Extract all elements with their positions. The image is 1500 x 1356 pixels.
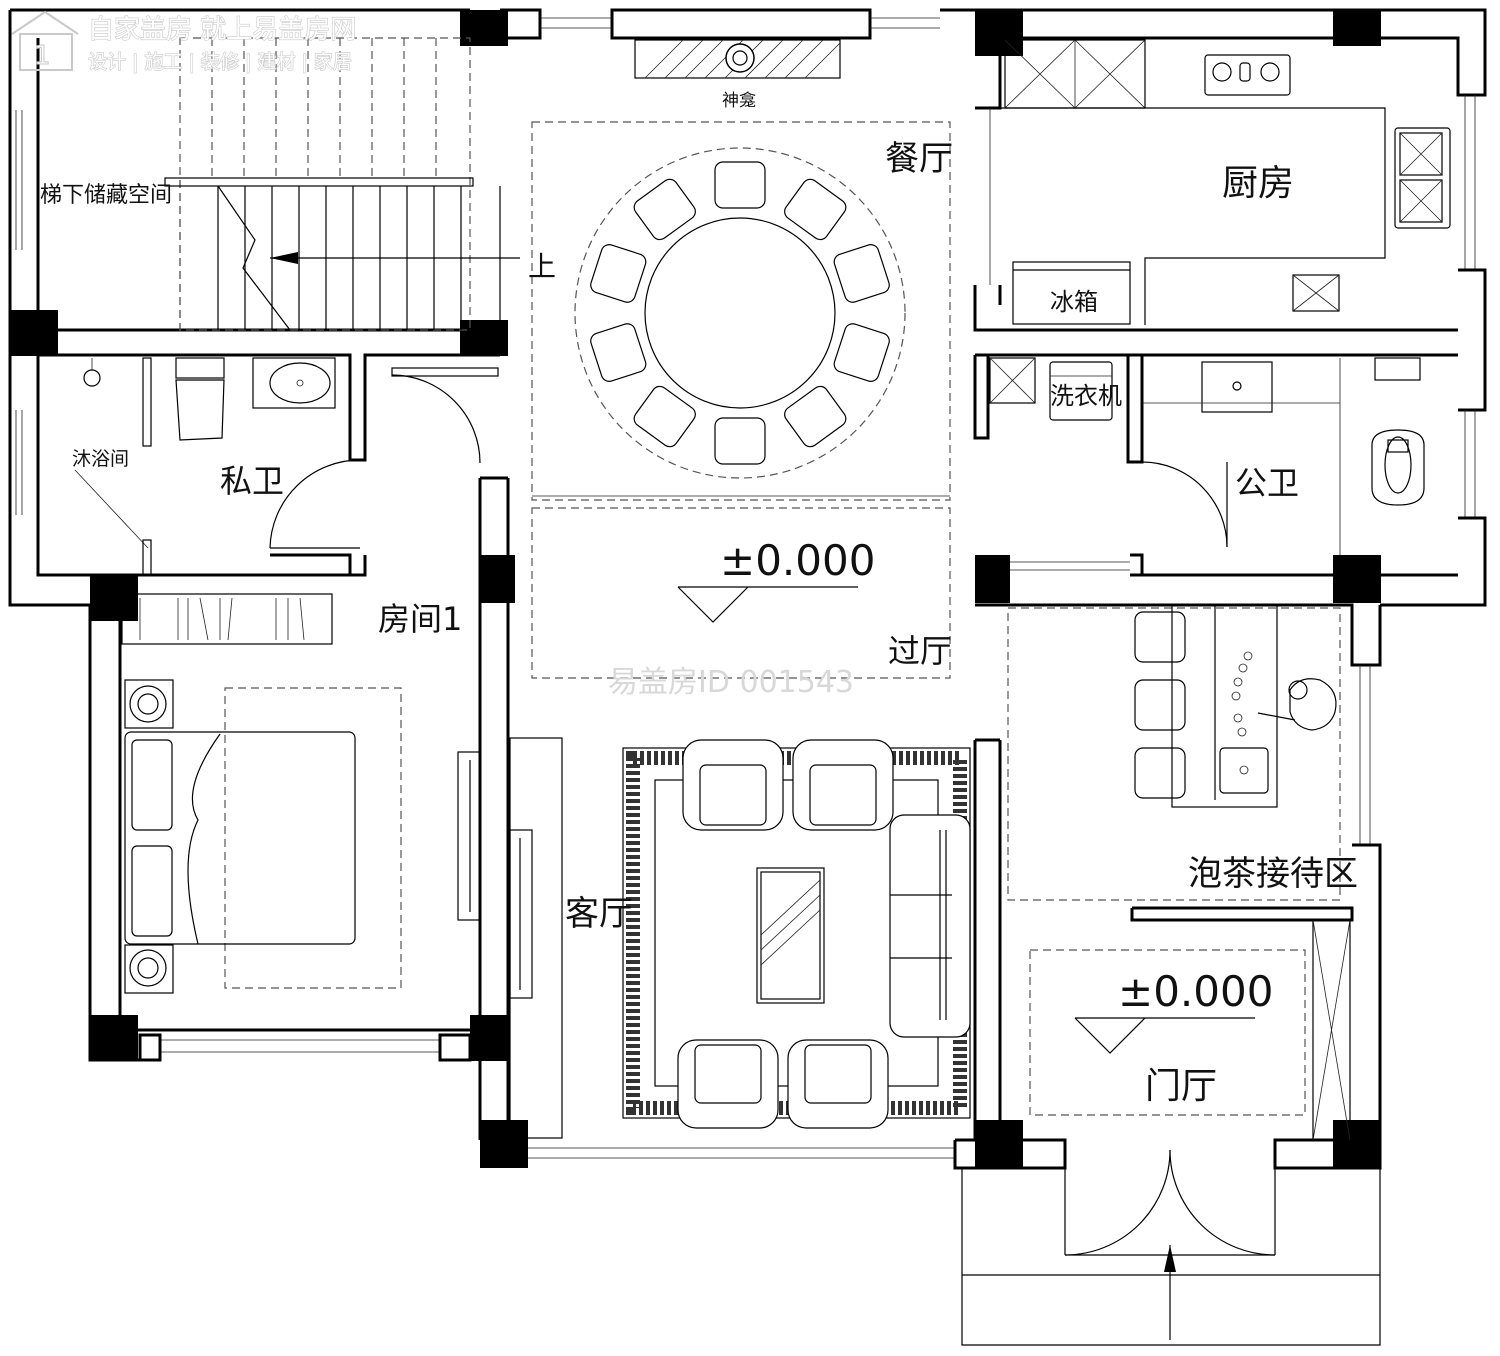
coffee-table	[756, 867, 825, 1004]
label-room1: 房间1	[378, 600, 462, 638]
kitchen-sink	[1394, 127, 1451, 229]
shower-head	[83, 369, 101, 387]
wash-basin	[1201, 361, 1273, 413]
toilet	[175, 357, 225, 441]
shoe-cabinet	[1312, 919, 1351, 1141]
id-watermark: 易盖房ID 001543	[608, 665, 854, 700]
entry-steps	[961, 1168, 1381, 1346]
brand-line: 自家盖房 就上易盖房网	[88, 15, 356, 45]
tea-table	[1171, 604, 1278, 808]
living-furniture	[509, 737, 971, 1139]
entrance-door	[1064, 1149, 1276, 1256]
floor-drain	[1292, 274, 1340, 312]
label-fridge: 冰箱	[1050, 288, 1098, 316]
foyer-fixtures	[961, 919, 1381, 1346]
squat-toilet	[1371, 429, 1425, 506]
foyer-level-marker: ±0.000	[1074, 967, 1273, 1054]
kitchen-fixtures	[989, 39, 1451, 325]
label-shower: 沐浴间	[72, 448, 129, 470]
label-stair-storage: 梯下储藏空间	[40, 183, 172, 208]
washing-machine	[1049, 361, 1113, 421]
laundry-and-wc	[989, 357, 1425, 555]
label-public-bath: 公卫	[1235, 464, 1299, 502]
dining-chairs	[590, 161, 890, 465]
label-tea-area: 泡茶接待区	[1188, 854, 1358, 894]
hall-level-text: ±0.000	[720, 536, 875, 585]
label-private-bath: 私卫	[220, 462, 284, 500]
hall-zone	[531, 507, 951, 679]
foyer-level-text: ±0.000	[1118, 967, 1273, 1016]
house-logo-icon: 1	[11, 10, 79, 72]
bath-basin	[252, 357, 336, 409]
fridge	[1012, 261, 1131, 325]
label-hall: 过厅	[888, 632, 952, 670]
hall-level-marker: ±0.000	[677, 536, 875, 623]
dining-area	[531, 121, 951, 501]
living-tv-cabinet	[509, 829, 533, 999]
stove	[1204, 54, 1291, 96]
label-washer: 洗衣机	[1050, 382, 1122, 410]
label-shrine: 神龛	[722, 91, 756, 111]
room-labels: 梯下储藏空间 上 神龛 餐厅 厨房 冰箱 洗衣机 公卫 沐浴间 私卫 房间1 过…	[40, 91, 1358, 1107]
brand-sub-line: 设计 | 施工 | 装修 | 建材 | 家居	[88, 51, 352, 73]
label-dining: 餐厅	[885, 139, 953, 179]
columns	[10, 10, 1381, 1168]
tea-server-figure	[1257, 678, 1337, 731]
bedroom-furniture	[121, 593, 481, 994]
wardrobe	[121, 593, 333, 645]
private-bath-fixtures	[74, 357, 499, 576]
brand-watermark: 1 自家盖房 就上易盖房网 设计 | 施工 | 装修 | 建材 | 家居	[11, 10, 357, 74]
label-stair-up: 上	[528, 250, 556, 283]
shrine-cabinet	[634, 39, 841, 79]
tea-area-furniture	[1007, 604, 1341, 901]
tv-cabinet	[457, 751, 481, 921]
svg-text:1: 1	[34, 41, 51, 71]
label-kitchen: 厨房	[1222, 163, 1294, 204]
label-living: 客厅	[565, 894, 633, 934]
sofa-chairs	[677, 739, 971, 1129]
bed	[124, 731, 356, 945]
staircase	[164, 37, 520, 331]
label-foyer: 门厅	[1145, 1066, 1217, 1107]
